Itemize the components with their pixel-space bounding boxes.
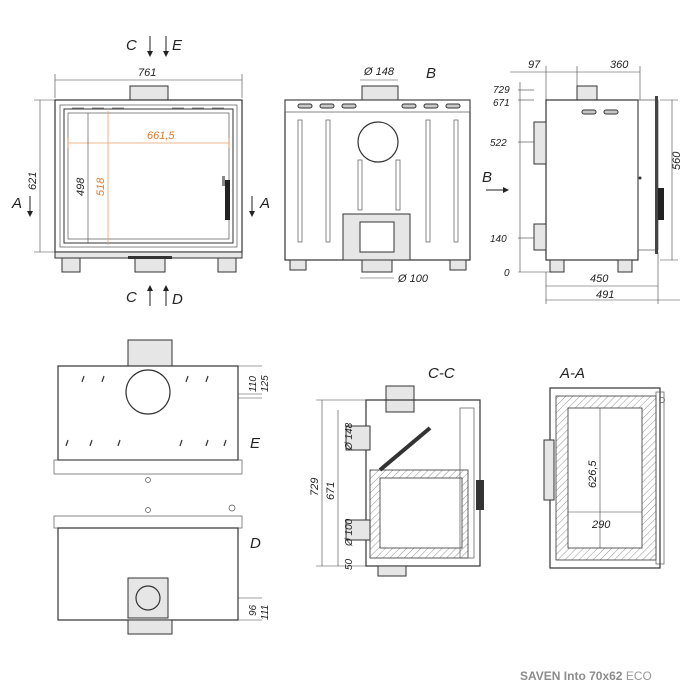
section-label-c-top: C <box>126 37 137 54</box>
dim-cc-729: 729 <box>309 478 321 496</box>
view-label-e: E <box>250 435 261 452</box>
top-view-e: 110 125 E <box>53 339 271 483</box>
dim-side-0: 0 <box>504 268 510 279</box>
dim-side-450: 450 <box>590 273 609 285</box>
section-label-b-top: B <box>426 65 436 82</box>
dim-side-671: 671 <box>493 98 510 109</box>
dim-back-dia-top: Ø 148 <box>363 66 395 78</box>
dim-front-height: 621 <box>27 172 39 190</box>
dim-inner-h1: 498 <box>75 177 87 196</box>
dim-top-110: 110 <box>248 376 259 392</box>
dim-side-560: 560 <box>671 151 683 170</box>
section-c-c: C-C 729 671 Ø 148 Ø 100 50 <box>309 365 484 577</box>
dim-top-125: 125 <box>260 375 271 392</box>
dim-side-522: 522 <box>490 138 507 149</box>
dim-cc-dia100: Ø 100 <box>344 518 355 547</box>
section-label-d-bottom: D <box>172 291 183 308</box>
dim-aa-626: 626,5 <box>587 460 599 488</box>
section-title-cc: C-C <box>428 365 455 382</box>
dim-bottom-111: 111 <box>260 605 271 620</box>
view-label-d: D <box>250 535 261 552</box>
dim-cc-dia148: Ø 148 <box>344 422 355 451</box>
section-label-c-bottom: C <box>126 289 137 306</box>
front-view: C E 761 661,5 <box>11 36 270 308</box>
dim-inner-h2: 518 <box>95 177 107 196</box>
dim-front-width: 761 <box>138 67 156 79</box>
section-title-aa: A-A <box>559 365 585 382</box>
section-label-e-top: E <box>172 37 183 54</box>
side-view: 97 360 729 671 522 140 0 B <box>482 59 683 304</box>
section-label-a-right: A <box>259 195 270 212</box>
brand-label: SAVEN Into 70x62 ECO <box>520 669 652 683</box>
dim-side-97: 97 <box>528 59 541 71</box>
dim-side-491: 491 <box>596 289 614 301</box>
section-label-a-left: A <box>11 195 22 212</box>
back-view: B Ø 148 Ø 100 <box>284 65 471 285</box>
dim-bottom-96: 96 <box>248 604 259 616</box>
dim-side-729: 729 <box>493 85 510 96</box>
dim-side-140: 140 <box>490 234 507 245</box>
dim-side-360: 360 <box>610 59 629 71</box>
section-a-a: A-A 626,5 290 <box>543 365 665 569</box>
dim-back-dia-bottom: Ø 100 <box>397 273 429 285</box>
dim-cc-50: 50 <box>344 558 355 570</box>
dim-inner-width: 661,5 <box>147 130 175 142</box>
dim-aa-290: 290 <box>591 519 611 531</box>
bottom-view-d: 96 111 D <box>53 504 271 635</box>
section-label-b-arrow: B <box>482 169 492 186</box>
dim-cc-671: 671 <box>325 482 337 500</box>
